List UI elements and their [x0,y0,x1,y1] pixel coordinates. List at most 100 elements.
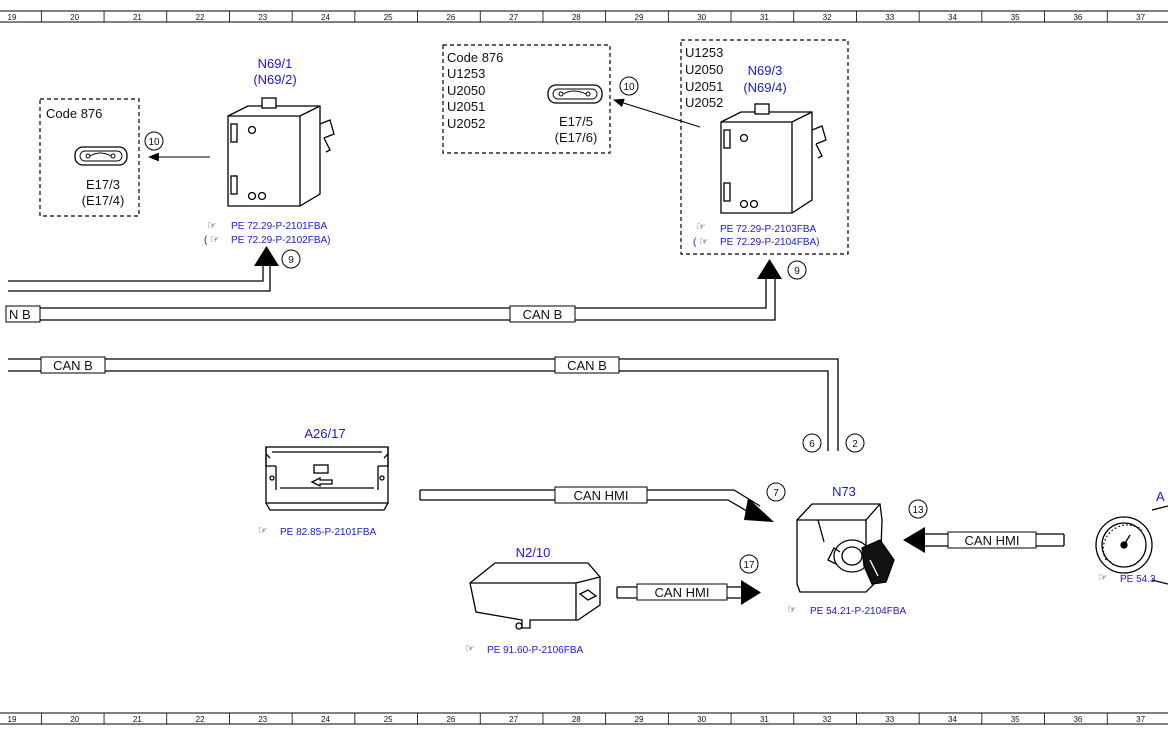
n69-2-label: (N69/2) [253,72,296,87]
n69-3-code-0: U1253 [685,45,723,60]
ruler-column-label: 25 [384,13,393,22]
e17-5-code-4: U2052 [447,116,485,131]
can-b-label-mid: CAN B [523,307,563,322]
ruler-column-label: 23 [258,13,267,22]
marker-10-right-text: 10 [623,82,635,93]
marker-2-text: 2 [852,439,858,450]
can-b-label-box-left [5,305,41,323]
ruler-column-label: 24 [321,13,330,22]
can-hmi-label-box-n2 [636,583,728,601]
n69-3-code-1: U2050 [685,62,723,77]
ruler-column-label: 36 [1073,715,1082,724]
e17-5-codes: Code 876 U1253 U2050 U2051 U2052 [447,50,503,131]
n69-3-code-3: U2052 [685,95,723,110]
ruler-column-label: 23 [258,715,267,724]
can-b-label-lower-left: CAN B [53,358,93,373]
marker-9-left-text: 9 [288,255,294,266]
ruler-column-label: 27 [509,13,518,22]
a26-17-label: A26/17 [304,426,345,441]
ruler-column-label: 34 [948,715,957,724]
can-hmi-label-box-cluster [947,531,1037,549]
marker-9-left [281,249,301,269]
ruler-column-label: 29 [635,13,644,22]
hand-icon: ☞ [465,643,475,655]
ruler-column-label: 31 [760,715,769,724]
arrow-a26-to-n73 [744,498,774,522]
marker-6 [802,433,822,453]
ruler-column-label: 35 [1011,715,1020,724]
n73-label: N73 [832,484,856,499]
ruler-column-label: 28 [572,715,581,724]
n2-10-module-icon [469,562,601,630]
marker-2 [845,433,865,453]
a1-ref: PE 54.3 [1120,574,1156,585]
e17-5-code-3: U2051 [447,99,485,114]
n69-4-label: (N69/4) [743,80,786,95]
arrow-cluster-to-n73 [903,527,925,553]
ruler-column-label: 32 [823,13,832,22]
e17-5-code-1: U1253 [447,66,485,81]
n69-1-ref-2-prefix: ( [204,235,208,246]
hand-icon: ☞ [207,220,217,232]
ruler-column-label: 35 [1011,13,1020,22]
ruler-column-label: 33 [885,715,894,724]
can-hmi-label-a26: CAN HMI [574,488,629,503]
arrow-to-n69-3 [757,259,782,279]
ruler-column-label: 24 [321,715,330,724]
n69-3-option-box [680,39,849,255]
marker-17 [739,554,759,574]
e17-5-option-box [442,44,611,154]
e17-3-label: E17/3 [86,177,120,192]
hand-icon: ☞ [787,604,797,616]
ruler-column-label: 37 [1136,13,1145,22]
can-b-label-left-text: N B [9,307,31,322]
instrument-cluster-icon [1095,505,1168,585]
e17-3-code-text: Code 876 [46,106,102,121]
ruler-column-label: 21 [133,715,142,724]
hand-icon: ☞ [696,221,706,233]
ruler-column-label: 27 [509,715,518,724]
n69-1-ref-1: PE 72.29-P-2101FBA [231,221,327,232]
can-hmi-label-box-a26 [554,486,648,504]
ruler-column-label: 20 [70,13,79,22]
marker-6-text: 6 [809,439,815,450]
can-hmi-label-n2: CAN HMI [655,585,710,600]
ruler-column-label: 33 [885,13,894,22]
n69-3-code-2: U2051 [685,79,723,94]
n69-3-ref-2-prefix: ( [693,237,697,248]
hand-icon: ☞ [699,236,709,248]
marker-13-text: 13 [912,505,924,516]
n69-3-ref-2: PE 72.29-P-2104FBA) [720,237,820,248]
a26-17-ref: PE 82.85-P-2101FBA [280,527,376,538]
ruler-column-label: 32 [823,715,832,724]
ruler-column-label: 22 [196,13,205,22]
ruler-column-label: 21 [133,13,142,22]
ruler-column-label: 37 [1136,715,1145,724]
n69-3-codes: U1253 U2050 U2051 U2052 [685,45,723,110]
n69-1-ref-2: PE 72.29-P-2102FBA) [231,235,331,246]
n69-3-ref-1: PE 72.29-P-2103FBA [720,224,816,235]
n73-ignition-switch-icon [796,503,895,593]
marker-7 [766,482,786,502]
a26-17-radio-icon [265,446,389,511]
ruler-column-label: 22 [196,715,205,724]
e17-4-label: (E17/4) [82,193,125,208]
e17-6-label: (E17/6) [555,130,598,145]
can-b-bus-lower [8,358,839,451]
n2-10-ref: PE 91.60-P-2106FBA [487,645,583,656]
e17-5-label: E17/5 [559,114,593,129]
arrow-to-n69-1 [254,246,279,266]
n69-1-refs: ☞ PE 72.29-P-2101FBA ( ☞ PE 72.29-P-2102… [204,220,331,246]
e17-5-code-0: Code 876 [447,50,503,65]
marker-7-text: 7 [773,488,779,499]
wire-n69-1 [8,262,271,292]
n69-1-module-icon [227,97,335,207]
n69-3-refs: ☞ PE 72.29-P-2103FBA ( ☞ PE 72.29-P-2104… [693,221,820,248]
ruler-column-label: 28 [572,13,581,22]
marker-17-text: 17 [743,560,755,571]
n69-1-label: N69/1 [258,56,293,71]
e17-5-lamp-icon [547,84,603,104]
can-b-bus-upper [8,275,776,321]
marker-13 [908,499,928,519]
